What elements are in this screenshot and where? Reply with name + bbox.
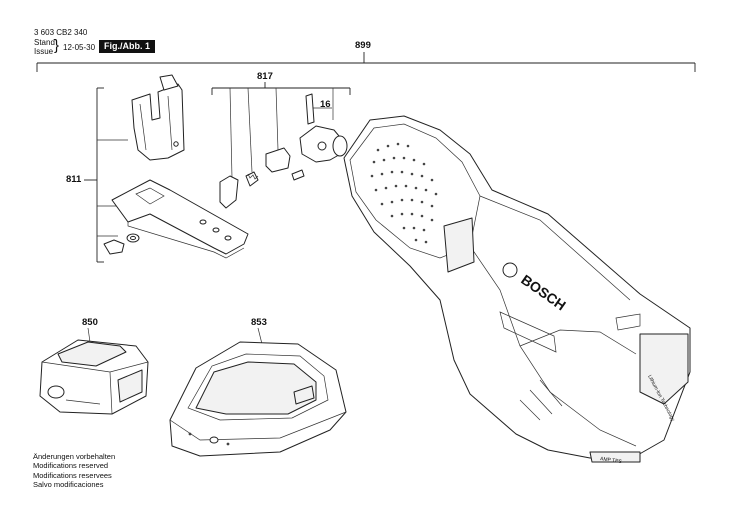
reciprocating-saw-body <box>343 115 691 463</box>
callout-817: 817 <box>257 71 273 82</box>
callout-899: 899 <box>355 40 371 51</box>
note-es: Salvo modificaciones <box>33 479 104 489</box>
modification-notes: Änderungen vorbehalten Modifications res… <box>33 452 115 489</box>
clip-arm-part <box>111 179 249 259</box>
grip-texture-dots <box>370 142 438 244</box>
bracket-817 <box>211 82 351 179</box>
charger-853 <box>169 327 347 457</box>
figure-label: Fig./Abb. 1 <box>99 40 155 53</box>
bracket-899 <box>36 52 696 72</box>
brace: } <box>54 37 60 54</box>
callout-16: 16 <box>320 99 331 110</box>
stand-label: Stand <box>34 38 55 47</box>
belt-clip-part <box>131 74 185 161</box>
callout-811: 811 <box>66 174 82 185</box>
note-fr: Modifications reservees <box>33 470 112 480</box>
part-number: 3 603 CB2 340 <box>34 28 88 37</box>
issue-label: Issue <box>34 47 54 56</box>
bracket-811 <box>84 87 128 263</box>
screw-part <box>103 233 140 255</box>
latch-parts-817 <box>219 93 348 209</box>
note-de: Änderungen vorbehalten <box>33 452 116 461</box>
callout-853: 853 <box>251 317 267 328</box>
battery-pack-850 <box>39 327 149 415</box>
badge-text: AMP TPS <box>600 456 623 465</box>
note-en: Modifications reserved <box>33 461 109 471</box>
callout-850: 850 <box>82 317 98 328</box>
issue-date: 12-05-30 <box>63 43 96 52</box>
